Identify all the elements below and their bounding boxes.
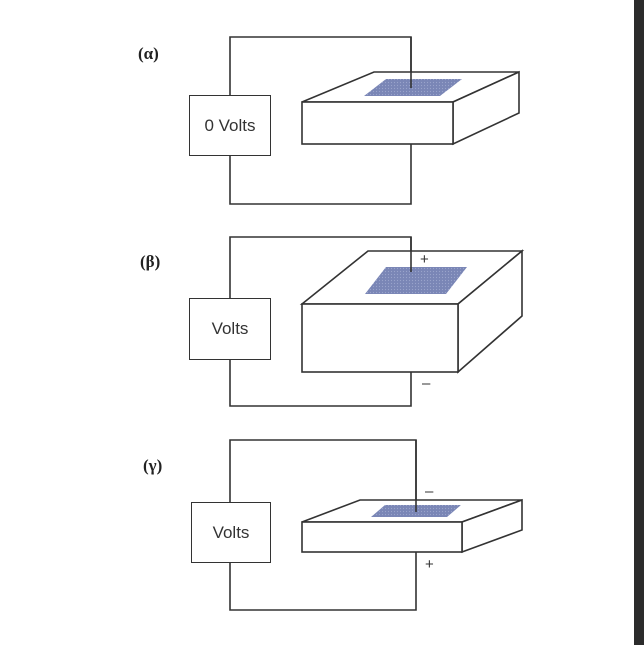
panel-beta: + – — [229, 236, 525, 407]
panel-label-beta: (β) — [140, 252, 161, 271]
bottom-sign-gamma: + — [425, 556, 434, 573]
wire-bottom-beta — [229, 360, 412, 407]
electrode-plate-beta — [365, 267, 467, 294]
crystal-front-face-gamma — [301, 521, 463, 553]
electrode-plate-alpha — [364, 79, 462, 96]
crystal-front-face-beta — [301, 303, 459, 373]
window-edge-bar — [634, 0, 644, 645]
wire-bottom-gamma — [229, 552, 417, 611]
bottom-sign-beta: – — [422, 375, 431, 392]
wire-bottom-alpha — [229, 143, 412, 205]
top-sign-beta: + — [420, 251, 429, 268]
panel-gamma: – + — [229, 439, 523, 611]
voltmeter-gamma: Volts — [191, 502, 271, 563]
voltmeter-beta: Volts — [189, 298, 271, 360]
top-sign-gamma: – — [425, 483, 434, 500]
panel-label-alpha: (α) — [138, 44, 159, 63]
panel-label-gamma: (γ) — [143, 456, 163, 475]
voltmeter-alpha: 0 Volts — [189, 95, 271, 156]
crystal-front-face-alpha — [301, 101, 454, 145]
panel-alpha — [229, 36, 520, 205]
